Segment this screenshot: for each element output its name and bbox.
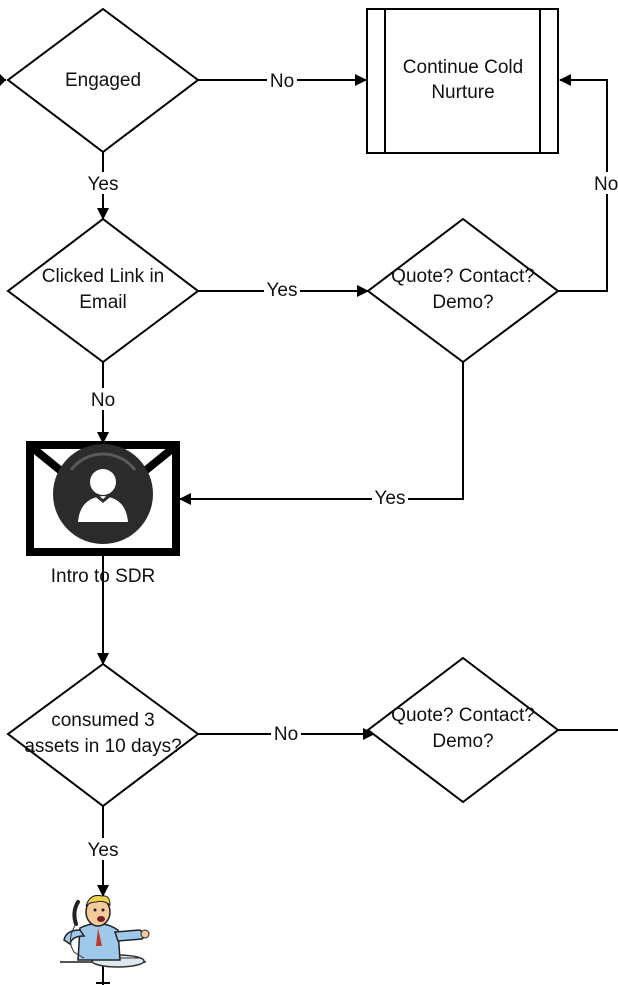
node-clicked-label-line1: Clicked Link in <box>42 266 165 287</box>
edge-label-clicked-no: No <box>91 390 115 411</box>
edge-label-consumed-no: No <box>274 724 298 745</box>
edge-label-engaged-yes: Yes <box>88 174 119 195</box>
node-engaged[interactable]: Engaged <box>6 7 200 154</box>
node-clicked-link[interactable]: Clicked Link in Email <box>6 217 200 364</box>
node-quote2-label-line2: Demo? <box>432 731 493 752</box>
node-continue-cold-nurture[interactable]: Continue Cold Nurture <box>366 8 559 154</box>
node-quote1-label-line2: Demo? <box>432 292 493 313</box>
edge-label-clicked-yes: Yes <box>267 280 298 301</box>
node-clicked-label-line2: Email <box>79 292 127 313</box>
edge-label-consumed-yes: Yes <box>88 840 119 861</box>
edge-label-quote1-yes: Yes <box>375 488 406 509</box>
phone-salesperson-icon[interactable] <box>60 895 150 968</box>
node-quote-contact-demo-1[interactable]: Quote? Contact? Demo? <box>366 217 560 364</box>
edge-labels: No Yes No Yes No Yes No Yes <box>85 69 618 861</box>
edge-label-quote1-no: No <box>594 174 618 195</box>
edge-incoming-arrowhead <box>0 74 6 86</box>
node-engaged-label: Engaged <box>65 70 141 91</box>
node-continue-label-line1: Continue Cold <box>403 57 523 78</box>
node-quote-contact-demo-2[interactable]: Quote? Contact? Demo? <box>366 656 560 804</box>
node-consumed-label-line1: consumed 3 <box>51 710 155 731</box>
node-quote2-label-line1: Quote? Contact? <box>391 705 535 726</box>
node-quote1-label-line1: Quote? Contact? <box>391 266 535 287</box>
email-contact-icon <box>26 441 180 556</box>
node-consumed-label-line2: assets in 10 days? <box>24 736 181 757</box>
node-consumed-assets[interactable]: consumed 3 assets in 10 days? <box>6 662 200 808</box>
node-intro-label: Intro to SDR <box>51 566 156 587</box>
edge-quote1-yes <box>179 362 464 505</box>
node-intro-to-sdr[interactable]: Intro to SDR <box>26 441 180 587</box>
edge-label-engaged-no: No <box>270 71 294 92</box>
node-continue-label-line2: Nurture <box>431 82 494 103</box>
